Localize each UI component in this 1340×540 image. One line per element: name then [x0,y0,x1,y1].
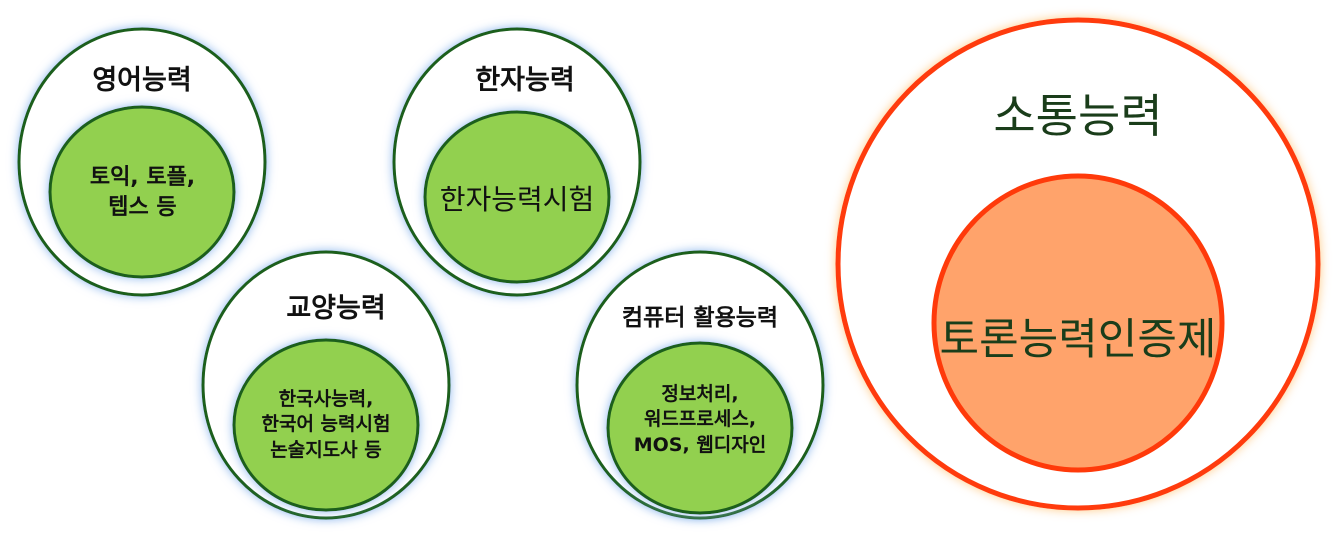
english-inner-line-2: 텝스 등 [108,194,177,220]
computer-inner-circle [606,341,794,515]
computer-title: 컴퓨터 활용능력 [621,305,779,331]
english-inner-text: 토익, 토플, 텝스 등 [55,145,230,240]
computer-inner-line-3: MOS, 웹디자인 [633,433,767,456]
communication-inner-circle [931,173,1225,473]
computer-inner-text: 정보처리, 워드프로세스, MOS, 웹디자인 [612,370,788,470]
hanja-title: 한자능력 [475,65,575,96]
culture-inner-circle [232,338,420,512]
computer-inner-line-2: 워드프로세스, [643,408,757,431]
culture-title: 교양능력 [286,293,386,324]
computer-inner-line-1: 정보처리, [661,382,739,405]
hanja-inner-circle [423,110,611,284]
culture-inner-text: 한국사능력, 한국어 능력시험 논술지도사 등 [236,375,416,475]
culture-inner-line-3: 논술지도사 등 [270,438,382,461]
english-inner-circle [48,105,236,279]
culture-inner-line-2: 한국어 능력시험 [261,413,391,436]
english-inner-line-1: 토익, 토플, [89,164,196,190]
english-title: 영어능력 [92,65,192,96]
culture-inner-line-1: 한국사능력, [278,387,374,410]
communication-title: 소통능력 [993,89,1163,143]
hanja-inner-text: 한자능력시험 [425,170,609,230]
hanja-inner-line-1: 한자능력시험 [439,183,595,217]
communication-inner-label: 토론능력인증제 [939,315,1217,365]
